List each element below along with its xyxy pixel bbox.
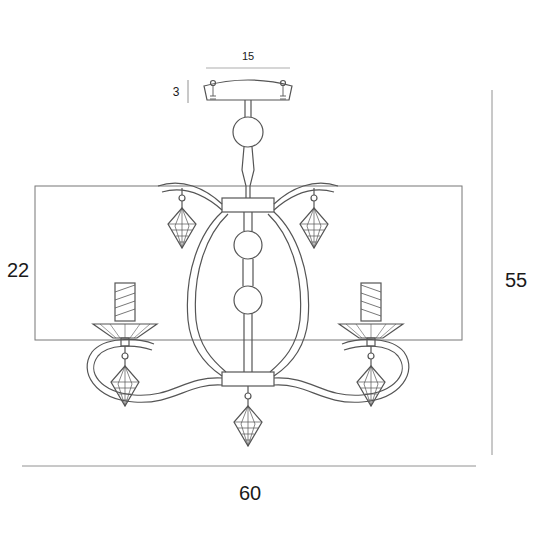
dimension-label: 22: [7, 260, 29, 280]
dimension-label: 15: [242, 51, 254, 62]
dimension-label: 3: [173, 86, 180, 98]
dimension-label: 60: [239, 483, 261, 503]
dimension-label: 55: [505, 270, 527, 290]
